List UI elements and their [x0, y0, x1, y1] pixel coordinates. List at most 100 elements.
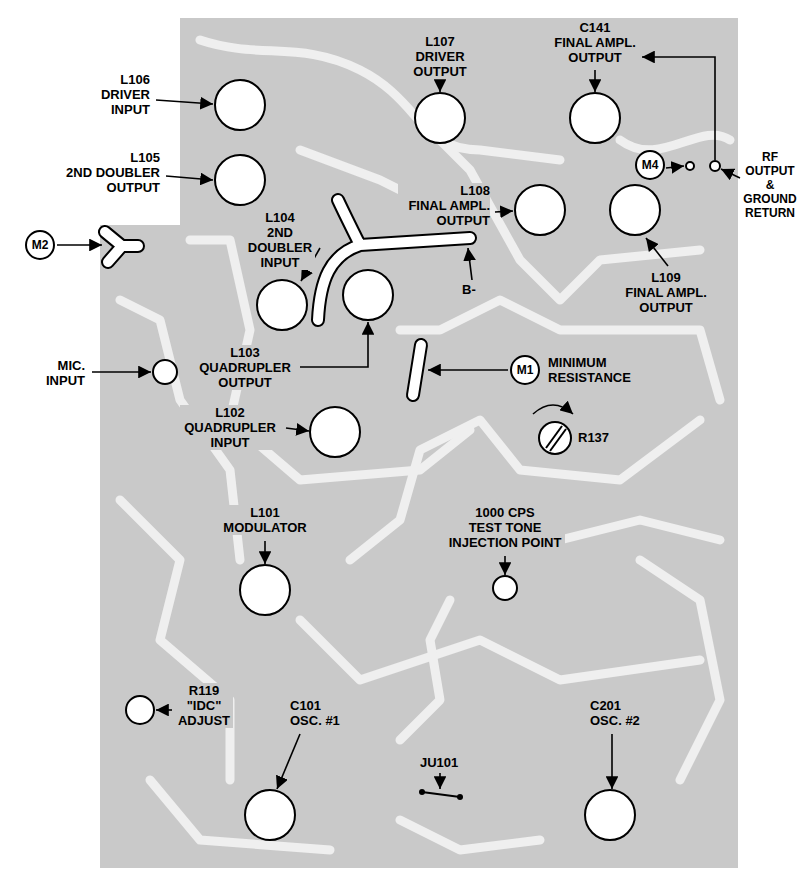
output-terminal — [710, 161, 720, 171]
output-terminal — [686, 162, 694, 170]
callout-label: OSC. #2 — [590, 713, 640, 728]
copper-traces — [120, 40, 730, 850]
callout-label: L102 — [180, 405, 280, 420]
callout-label: OSC. #1 — [290, 713, 340, 728]
callout-label: L107 — [410, 34, 470, 49]
slot-line — [550, 429, 566, 451]
leader-line — [646, 238, 668, 266]
callout-label: C141 — [565, 20, 625, 35]
callout-label: FINAL AMPL. OUTPUT — [398, 198, 490, 228]
trace — [400, 820, 540, 850]
trace — [560, 520, 720, 540]
pot-slot — [546, 426, 566, 451]
jumper — [419, 789, 463, 800]
trace — [620, 135, 730, 150]
leader-line — [57, 244, 102, 246]
rotation-arrow — [533, 405, 573, 414]
callout-label: L106 — [90, 72, 150, 87]
trace — [400, 300, 720, 400]
leader-line — [504, 556, 506, 575]
callout-label: RF OUTPUT & GROUND RETURN — [742, 150, 798, 220]
leader-lines — [57, 57, 740, 789]
callout-label: MINIMUM RESISTANCE — [548, 355, 640, 385]
leader-line — [594, 70, 596, 92]
callout-label: QUADRUPLER INPUT — [180, 420, 280, 450]
callout-label: "IDC" ADJUST — [175, 698, 233, 728]
callout-label: JU101 — [420, 755, 458, 770]
leader-line — [439, 84, 441, 92]
callout-label: MODULATOR — [205, 520, 325, 535]
callout-label: C201 — [590, 698, 621, 713]
measurement-point: M1 — [510, 355, 540, 385]
leader-line — [156, 709, 172, 711]
callout-label: C101 — [290, 698, 321, 713]
tuning-slug — [215, 155, 265, 205]
leader-line — [428, 369, 508, 371]
callout-label: DRIVER OUTPUT — [410, 49, 470, 79]
callout-label: 2ND DOUBLER INPUT — [245, 225, 315, 270]
tuning-slug — [570, 93, 620, 143]
leader-line — [721, 169, 740, 178]
callout-label: FINAL AMPL. OUTPUT — [552, 35, 638, 65]
leader-line — [439, 773, 441, 789]
trace — [120, 500, 230, 780]
point-label: M1 — [517, 364, 534, 377]
pad-fill — [105, 232, 138, 262]
input-pad — [153, 360, 177, 384]
trace — [400, 600, 450, 740]
leader-line — [642, 57, 715, 160]
tuning-slug — [343, 270, 393, 320]
callout-label: FINAL AMPL. OUTPUT — [620, 285, 712, 315]
tuning-slug — [610, 185, 660, 235]
leader-line — [277, 734, 300, 789]
leader-line — [92, 371, 151, 373]
callout-label: QUADRUPLER OUTPUT — [195, 360, 295, 390]
leader-line — [495, 211, 513, 212]
m1-test-pad — [413, 345, 421, 395]
leader-line — [611, 734, 613, 789]
callout-label: 2ND DOUBLER OUTPUT — [60, 165, 160, 195]
point-label: M4 — [642, 159, 659, 172]
leader-line — [166, 176, 213, 180]
trace — [640, 560, 720, 780]
callout-label: L109 — [620, 270, 712, 285]
tuning-slug — [215, 80, 265, 130]
potentiometer — [539, 422, 571, 454]
callout-label: TEST TONE INJECTION POINT — [445, 520, 565, 550]
pad-fill — [413, 345, 421, 395]
jumper-dot — [457, 794, 463, 800]
leader-line — [286, 428, 309, 431]
leader-line — [666, 166, 684, 168]
leader-line — [264, 541, 266, 564]
tuning-slug — [245, 790, 295, 840]
callout-label: L104 — [245, 210, 315, 225]
trim-pot — [126, 696, 154, 724]
leader-line — [156, 100, 213, 104]
tuning-slugs — [126, 80, 720, 840]
callout-label: B- — [462, 282, 476, 297]
callout-label: L103 — [195, 345, 295, 360]
m2-test-pad — [105, 232, 138, 262]
callout-label: L105 — [60, 150, 160, 165]
trace — [300, 620, 700, 680]
measurement-point: M4 — [635, 150, 665, 180]
callout-label: R137 — [578, 430, 609, 445]
input-pad — [493, 576, 517, 600]
leader-line — [468, 248, 472, 280]
tuning-slug — [515, 185, 565, 235]
tuning-slug — [415, 93, 465, 143]
tuning-slug — [240, 565, 290, 615]
callout-label: R119 — [175, 683, 233, 698]
point-label: M2 — [32, 239, 49, 252]
measurement-point: M2 — [25, 230, 55, 260]
trace — [350, 420, 700, 560]
callout-label: DRIVER INPUT — [90, 87, 150, 117]
tuning-slug — [585, 790, 635, 840]
callout-label: L101 — [215, 505, 315, 520]
tuning-slug — [257, 280, 307, 330]
tuning-slug — [310, 407, 360, 457]
leader-line — [300, 322, 368, 367]
callout-label: MIC. INPUT — [40, 358, 85, 388]
